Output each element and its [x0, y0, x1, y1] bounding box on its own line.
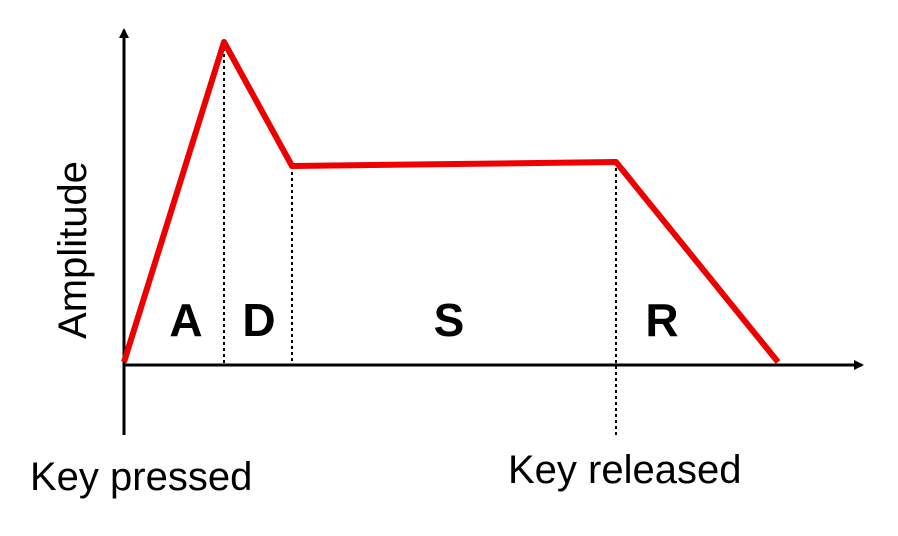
phase-label-sustain: S: [434, 294, 465, 346]
adsr-envelope-curve: [121, 39, 781, 364]
y-axis-label: Amplitude: [51, 161, 95, 339]
key-pressed-label: Key pressed: [30, 455, 252, 499]
phase-label-decay: D: [242, 294, 275, 346]
key-released-label: Key released: [508, 448, 741, 492]
phase-label-release: R: [645, 294, 678, 346]
phase-label-attack: A: [169, 294, 202, 346]
